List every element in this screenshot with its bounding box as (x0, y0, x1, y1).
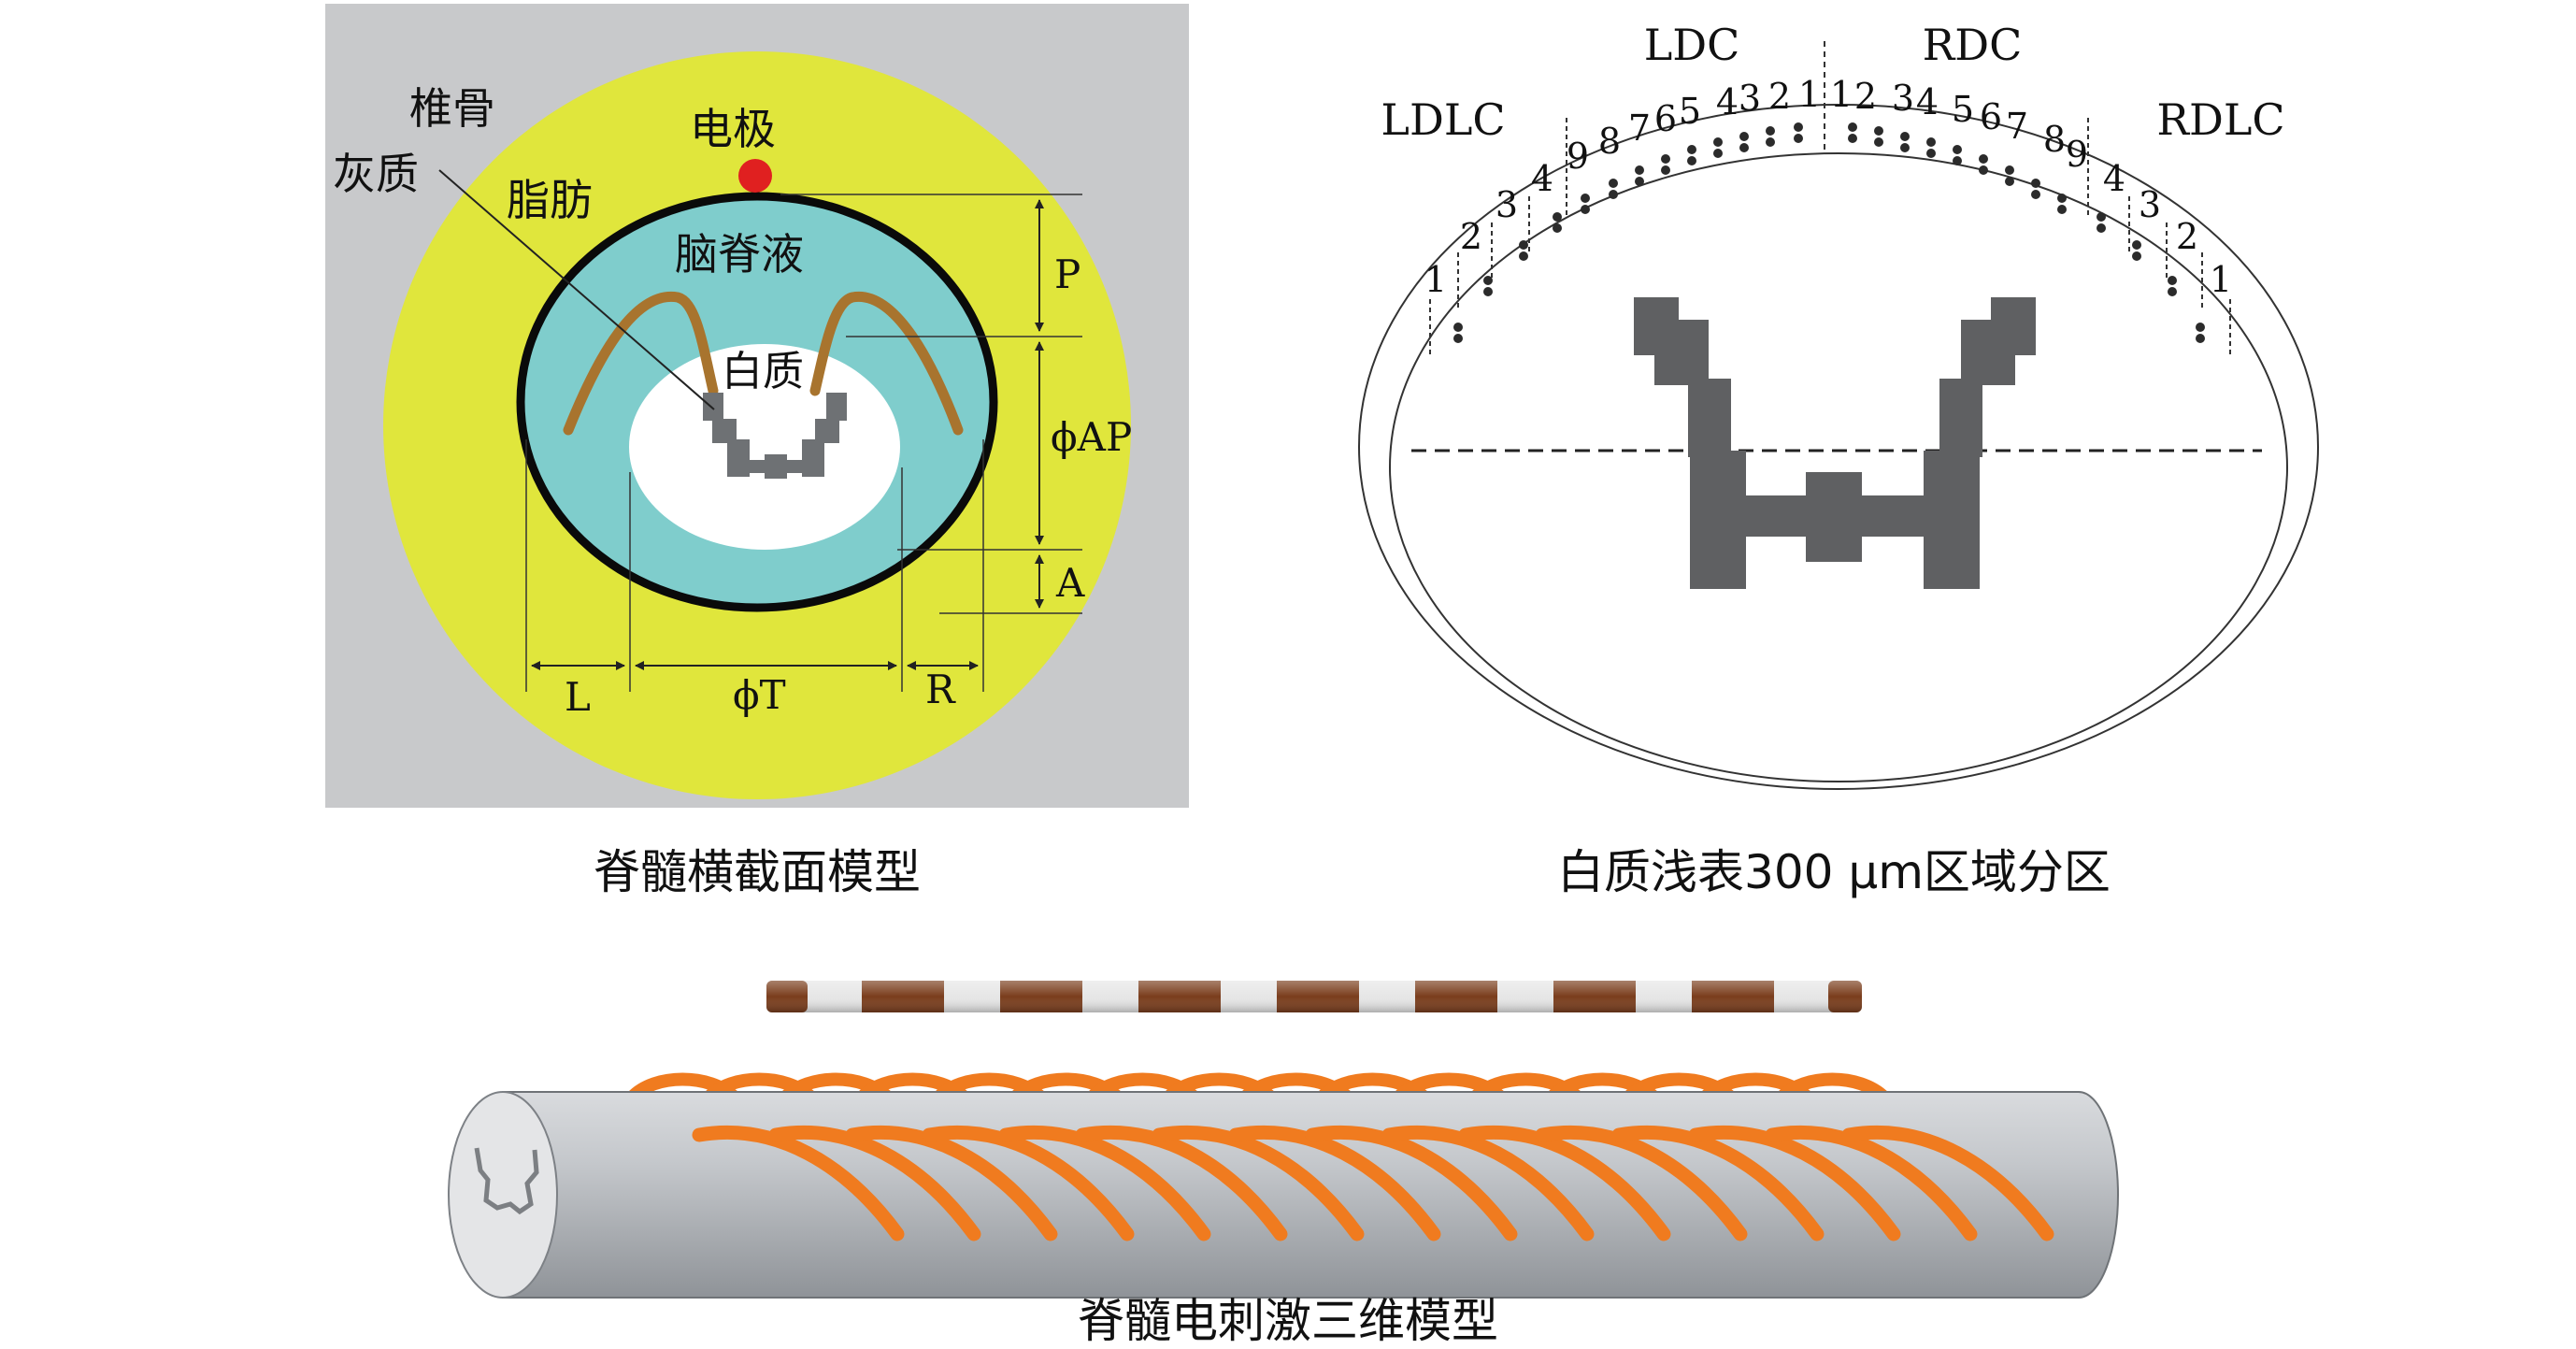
electrode-lead (766, 981, 1862, 1012)
zone-number: 4 (1716, 81, 1739, 122)
zone-number: 7 (1628, 108, 1651, 149)
label-white-matter: 白质 (722, 348, 804, 395)
fiber-arcs-back (625, 1072, 1891, 1104)
spinal-cord-cylinder (502, 1091, 2119, 1299)
zone-number: 2 (1768, 76, 1791, 117)
caption-zoning: 白质浅表300 μm区域分区 (1557, 845, 2111, 899)
zone-number: 6 (1654, 98, 1677, 139)
left-dc-numbers: 9 8 7 6 5 4 3 2 1 (1567, 74, 1821, 177)
label-a: A (1055, 560, 1085, 606)
zone-number: 3 (1739, 78, 1761, 119)
inner-boundary (1389, 152, 2288, 782)
zone-number: 5 (1952, 89, 1974, 130)
label-ldlc: LDLC (1381, 94, 1505, 145)
label-p: P (1054, 251, 1080, 297)
end-face-grey-matter (474, 1147, 539, 1215)
fiber-curves-front (692, 1125, 2054, 1241)
fiber-dots (1453, 122, 2205, 343)
zone-number: 3 (1496, 184, 1518, 225)
label-fat: 脂肪 (507, 175, 593, 225)
panel-c-3d-model: 脊髓电刺激三维模型 (448, 981, 2119, 1348)
zone-number: 3 (1892, 78, 1914, 119)
zone-number: 1 (1830, 74, 1853, 115)
zone-number: 6 (1980, 96, 2002, 137)
label-phi-ap: ϕAP (1051, 414, 1132, 460)
grey-matter-shape (703, 393, 847, 479)
caption-cross-section: 脊髓横截面模型 (594, 845, 921, 899)
outer-boundary (1358, 104, 2319, 790)
zone-number: 2 (2176, 216, 2198, 257)
grey-matter-pointer (438, 169, 715, 410)
label-csf: 脑脊液 (675, 229, 804, 280)
dimension-guides (525, 194, 1082, 692)
left-dorsal-horn (563, 291, 719, 436)
zone-number: 4 (1531, 158, 1553, 199)
zone-number: 2 (1460, 216, 1482, 257)
zone-number: 4 (2103, 158, 2125, 199)
panel-b-zoning: LDC RDC LDLC RDLC 1 2 3 4 9 8 7 6 5 4 3 … (1358, 20, 2319, 899)
right-dc-numbers: 1 2 3 4 5 6 7 8 9 (1830, 74, 2088, 175)
zone-number: 1 (2210, 259, 2232, 300)
zone-number: 9 (2066, 134, 2088, 175)
dimension-arrows (531, 199, 1044, 670)
cord-end-face (448, 1091, 558, 1299)
caption-3d-model: 脊髓电刺激三维模型 (1078, 1294, 1498, 1348)
zone-number: 1 (1424, 259, 1447, 300)
label-electrode: 电极 (690, 104, 776, 154)
right-dorsal-horn (809, 291, 964, 436)
label-r: R (925, 667, 956, 712)
label-vertebra: 椎骨 (409, 83, 495, 134)
zone-number: 2 (1854, 76, 1877, 117)
zone-number: 7 (2006, 106, 2028, 147)
left-dlc-numbers: 1 2 3 4 (1424, 158, 1553, 300)
label-rdlc: RDLC (2156, 94, 2284, 145)
zone-number: 8 (2043, 119, 2066, 160)
grey-matter-shape-zoned (1634, 297, 2036, 589)
label-ldc: LDC (1644, 20, 1740, 70)
zone-number: 1 (1798, 74, 1821, 115)
zone-separators (1429, 118, 2231, 355)
right-dlc-numbers: 4 3 2 1 (2103, 158, 2232, 300)
zone-number: 9 (1567, 136, 1589, 177)
label-grey-matter: 灰质 (333, 149, 419, 199)
zone-number: 5 (1679, 91, 1701, 132)
electrode-dot (738, 159, 772, 193)
label-rdc: RDC (1923, 20, 2023, 70)
label-phi-t: ϕT (733, 672, 786, 718)
zone-number: 8 (1598, 121, 1621, 162)
zone-number: 4 (1916, 81, 1939, 122)
zone-number: 3 (2139, 184, 2161, 225)
panel-a-cross-section: 椎骨 电极 灰质 脂肪 脑脊液 白质 P ϕAP A L ϕT R 脊髓横截面模… (325, 4, 1189, 899)
label-l: L (565, 674, 591, 720)
